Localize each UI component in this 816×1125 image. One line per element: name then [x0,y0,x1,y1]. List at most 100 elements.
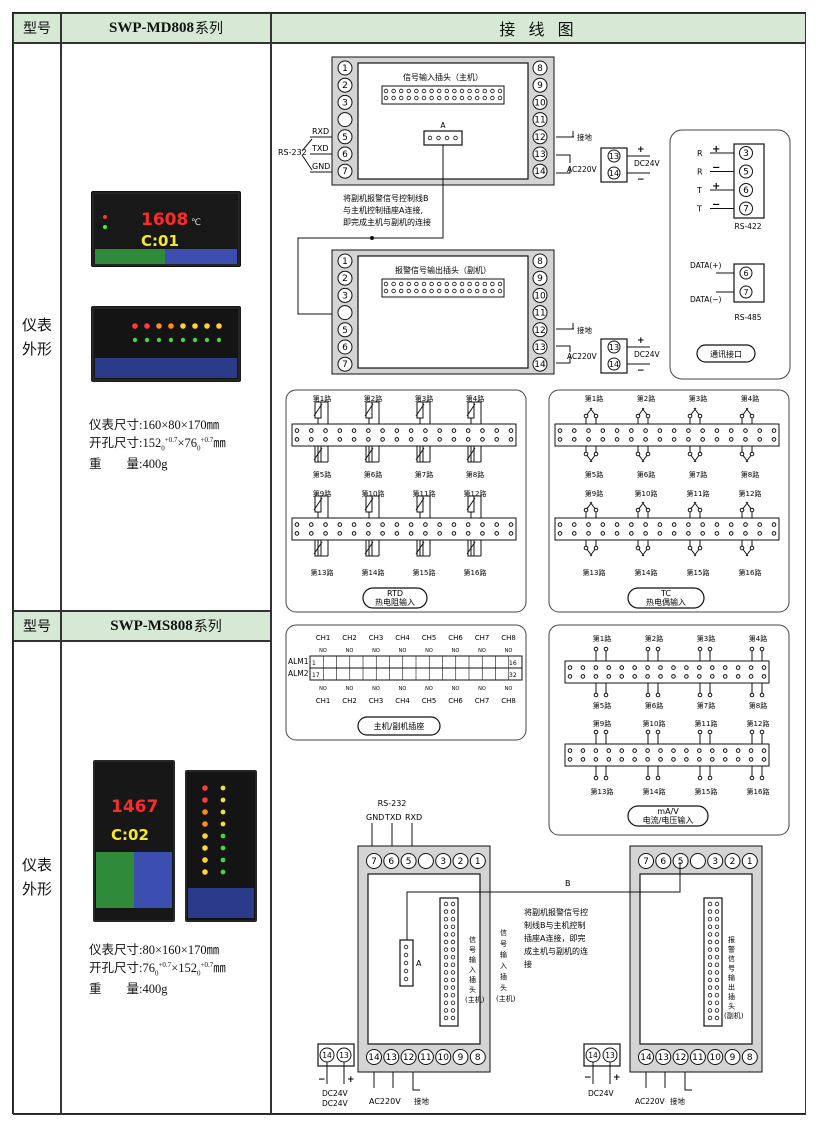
pin [580,748,586,753]
model1-photo-cell [61,43,271,611]
pin [465,531,471,536]
pin [450,917,456,922]
pin [380,522,385,527]
d-plus: + [347,1075,355,1085]
alarm-led [144,337,150,343]
alarm-led [202,821,208,827]
pin [697,674,702,679]
channel-label: CH8 [501,697,516,705]
channel-label: CH6 [448,697,463,705]
meter3-sv: C:02 [111,826,149,844]
ground-b1: 接地 [414,1096,429,1106]
pin [423,522,428,527]
cutout-b: ×76 [177,436,197,451]
alarm-led [192,323,198,329]
terminal-number: 8 [475,1053,481,1063]
terminal [672,853,689,869]
signal-in-connector [381,85,505,105]
pin [714,947,720,952]
vertical-label-char: 信 [469,935,476,944]
terminal-number: 6 [743,186,749,196]
pin [629,531,634,536]
route-label: 第2路 [364,394,382,403]
pin [453,135,458,141]
pin [383,95,389,101]
vertical-label-char: 头 [500,983,507,992]
pin [700,437,705,442]
pin [437,88,442,94]
model1-weight: 重 量:400g [89,456,168,471]
pin [399,288,404,294]
channel-label: CH4 [395,697,410,705]
route-label: 第5路 [585,470,603,479]
pin [443,1008,449,1013]
vertical-label-char: 头 [728,1002,735,1011]
terminal-strip [554,517,780,541]
pin [714,970,720,975]
pin [436,135,441,141]
meter1-unit: ℃ [191,218,201,228]
no-label: NO [399,686,407,692]
pin [632,748,637,753]
pin [351,531,357,536]
pin [450,909,456,914]
pin [450,932,456,937]
pin [403,976,409,982]
terminal-number: 13 [658,1053,669,1063]
terminal-number: 10 [709,1053,721,1063]
pin [645,757,650,762]
pin [399,95,404,101]
note2-line-4: 成主机与副机的连 [524,946,588,956]
note-line-3: 即完成主机与副机的连接 [343,217,431,227]
pin [437,437,442,442]
alarm-led [220,833,226,839]
channel-label: CH8 [501,634,516,642]
pin [671,522,677,527]
pin [380,531,385,536]
pin [735,665,741,670]
model1-cutout: 开孔尺寸:1520+0.7×760+0.7㎜ [89,433,226,457]
pin [571,522,577,527]
pin [707,1000,713,1005]
pin [450,939,456,945]
route-label: 第8路 [749,701,767,710]
pin [394,531,400,536]
terminal [417,853,434,869]
route-label: 第9路 [585,489,603,498]
rs422-pin-label: R [697,149,703,158]
model1-name-bold: SWP-MD808 [109,19,194,36]
terminal [337,94,353,110]
minus-1: − [637,175,645,185]
pin [406,95,411,101]
dc24-terminals-2: 13 14 [600,338,628,374]
terminal [337,112,353,128]
pin [475,288,480,294]
terminal [337,339,353,355]
gnd-label-b: GND [366,813,384,822]
plus-2: + [637,336,645,346]
alarm-led [204,337,210,343]
route-label: 第12路 [739,489,762,498]
pin [671,757,676,762]
route-label: 第4路 [749,634,767,643]
pin [482,281,487,287]
alarm-led [220,785,226,791]
pin [450,1000,456,1005]
note-line-1: 将副机报警信号控制线B [343,193,429,203]
pin [586,531,591,536]
cutout2-tol: +0.7 [158,961,172,969]
terminal-number: 2 [458,857,464,867]
pin [684,665,689,670]
meter-ms808-front: 1467 C:02 [93,760,175,922]
appearance-line-1: 仪表 [21,316,52,334]
pin [406,288,411,294]
pin [414,281,419,287]
terminal-number: 12 [675,1053,686,1063]
t14: 14 [609,169,619,178]
pin [366,531,371,536]
pin [728,428,734,433]
terminal-number: 11 [534,309,545,319]
vertical-label-char: 输 [728,973,735,982]
terminal-strip [291,423,517,447]
terminal-number: 3 [743,149,749,159]
